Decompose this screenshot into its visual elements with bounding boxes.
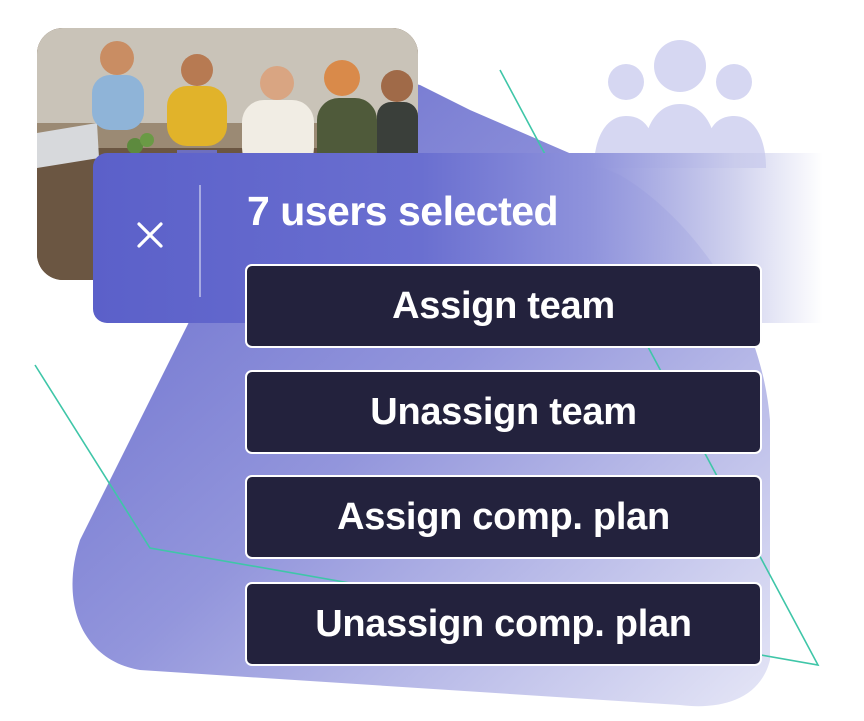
assign-comp-plan-button[interactable]: Assign comp. plan [245,475,762,559]
assign-team-button[interactable]: Assign team [245,264,762,348]
close-button[interactable] [120,205,180,265]
users-group-icon [594,40,766,168]
selected-count-label: 7 users selected [247,188,559,234]
close-icon [137,222,163,248]
selection-divider [199,185,201,297]
unassign-team-button[interactable]: Unassign team [245,370,762,454]
unassign-comp-plan-button[interactable]: Unassign comp. plan [245,582,762,666]
